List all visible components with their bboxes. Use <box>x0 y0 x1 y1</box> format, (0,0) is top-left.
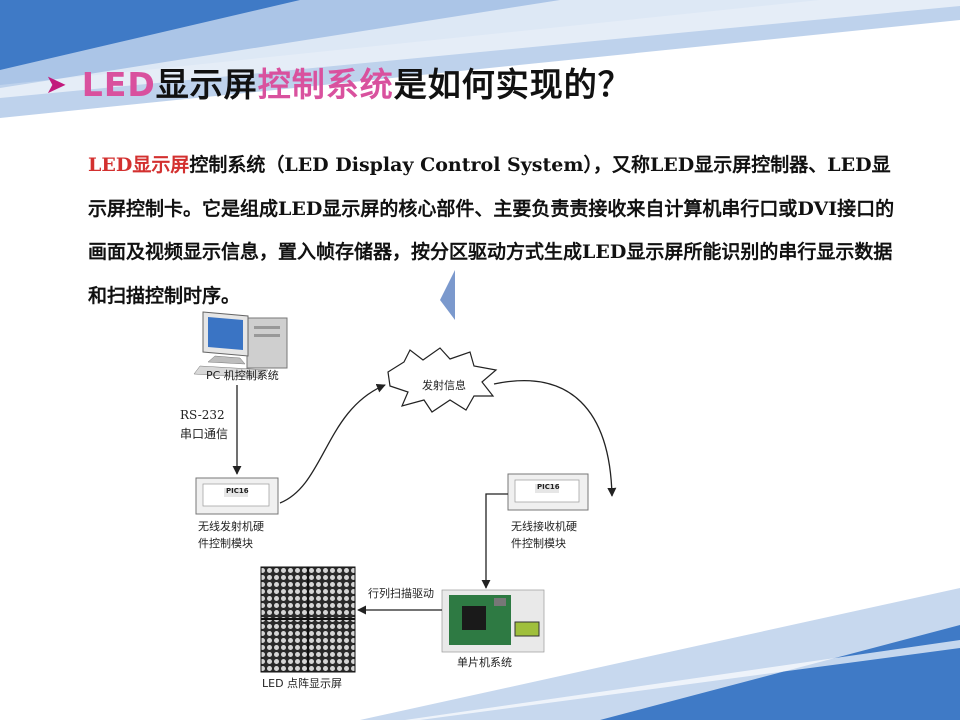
triangle-right-icon: ➤ <box>45 70 68 100</box>
signal-starburst-shape <box>387 347 498 413</box>
title-display: 显示屏 <box>155 65 258 104</box>
title-led: LED <box>81 65 156 104</box>
bottom-right-blue-band <box>600 625 960 720</box>
mcu-label: 单片机系统 <box>457 656 512 669</box>
tx-label-line1: 无线发射机硬 <box>198 520 264 533</box>
rs232-label: RS-232 <box>180 408 225 422</box>
tx-module-text: PIC16 <box>226 487 249 495</box>
rx-module-text: PIC16 <box>537 483 560 491</box>
paragraph-body: 控制系统（LED Display Control System），又称LED显示… <box>88 154 895 307</box>
pc-label: PC 机控制系统 <box>206 369 279 382</box>
serial-label: 串口通信 <box>180 427 229 441</box>
top-white-stripe <box>0 0 960 98</box>
rx-label-line2: 件控制模块 <box>511 537 566 550</box>
pc-computer-icon <box>193 311 288 379</box>
title-question: 是如何实现的？ <box>393 65 632 104</box>
tx-module-image <box>195 477 279 515</box>
decor-triangle-shape <box>440 270 455 320</box>
rx-to-mcu-connector <box>481 493 508 589</box>
signal-label: 发射信息 <box>422 379 466 392</box>
paragraph-highlight: LED显示屏 <box>88 154 190 176</box>
scan-drive-label: 行列扫描驱动 <box>368 587 434 600</box>
signal-to-rx-curve <box>493 380 617 497</box>
led-matrix-image <box>260 566 356 673</box>
rx-module-image <box>507 473 589 511</box>
title-control-system: 控制系统 <box>257 65 394 104</box>
led-matrix-label: LED 点阵显示屏 <box>262 677 343 690</box>
mcu-board-image <box>441 589 545 653</box>
slide-title: ➤ LED显示屏控制系统是如何实现的？ <box>45 58 632 106</box>
intro-paragraph: LED显示屏控制系统（LED Display Control System），又… <box>88 144 898 318</box>
tx-to-signal-curve <box>279 383 386 504</box>
top-light-band <box>0 0 960 118</box>
rx-label-line1: 无线接收机硬 <box>511 520 577 533</box>
bottom-white-stripe <box>405 640 960 720</box>
tx-label-line2: 件控制模块 <box>198 537 253 550</box>
